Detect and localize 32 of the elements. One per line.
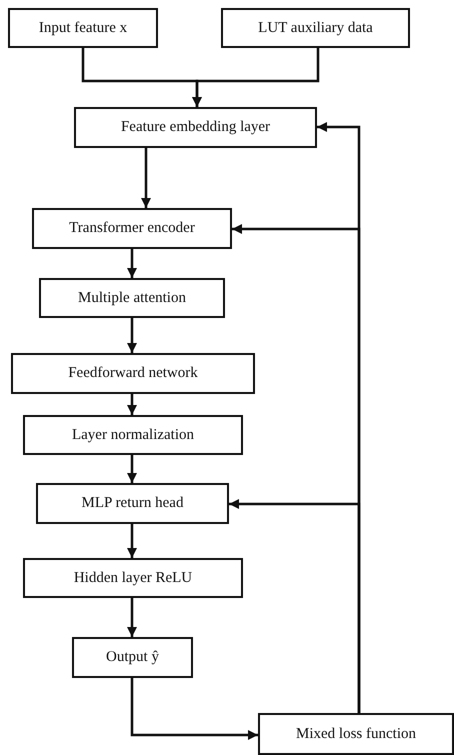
process-box (32, 208, 232, 249)
arrow (130, 678, 258, 740)
arrow (141, 148, 151, 208)
box-label: Output ŷ (106, 649, 159, 666)
process-box (221, 8, 410, 48)
process-box (11, 353, 255, 394)
box-label: Transformer encoder (69, 220, 195, 237)
process-box (23, 415, 243, 455)
arrow (127, 598, 137, 637)
box-label: Feedforward network (68, 365, 198, 382)
box-label: Hidden layer ReLU (74, 570, 192, 586)
box-label: MLP return head (82, 495, 184, 512)
box-label: Layer normalization (72, 426, 194, 444)
process-box (258, 713, 454, 755)
process-box (36, 483, 229, 524)
arrow (127, 318, 137, 353)
process-box (72, 637, 193, 678)
process-box (8, 8, 158, 48)
arrow (127, 524, 137, 558)
box-label: Multiple attention (78, 290, 186, 306)
box-label: LUT auxiliary data (258, 20, 373, 36)
arrow (127, 249, 137, 278)
arrow (127, 394, 137, 415)
process-box (74, 107, 317, 148)
arrow (127, 455, 137, 483)
box-label: Mixed loss function (296, 726, 416, 742)
box-label: Feature embedding layer (120, 119, 270, 136)
arrow (192, 48, 320, 107)
arrow (229, 499, 360, 713)
process-box (23, 558, 243, 598)
process-box (39, 278, 225, 318)
box-label: Input feature x (38, 20, 128, 36)
